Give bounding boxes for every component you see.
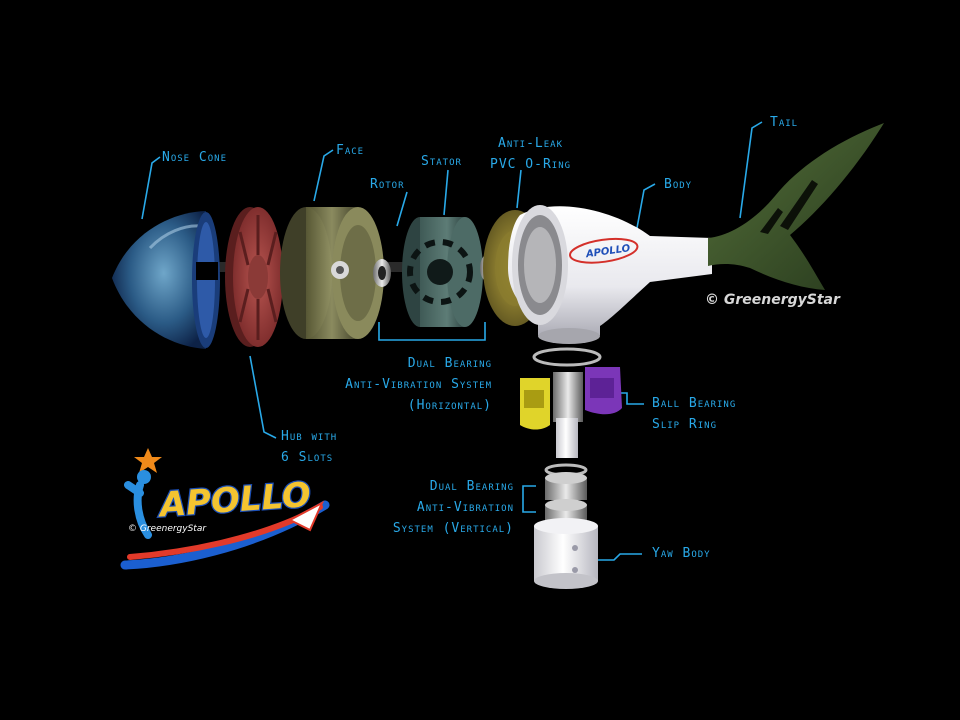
label-dbv-line1: Dual Bearing xyxy=(429,479,514,494)
label-body: Body xyxy=(664,177,693,192)
watermark: © GreenergyStar xyxy=(705,292,840,308)
label-stator: Stator xyxy=(421,154,462,169)
label-ball-bearing: Ball Bearing Slip Ring xyxy=(652,393,736,435)
leader-lines xyxy=(141,121,763,561)
nose-cone-part xyxy=(112,211,220,349)
label-tail: Tail xyxy=(770,115,799,130)
logo-tagline: © GreenergyStar xyxy=(128,524,207,534)
rotor-part xyxy=(373,259,391,287)
label-hub: Hub with 6 Slots xyxy=(281,426,337,468)
face-part xyxy=(280,207,384,339)
body-part: APOLLO xyxy=(508,205,712,344)
stator-part xyxy=(402,217,496,327)
hub-part xyxy=(225,207,283,347)
vertical-bearings-part xyxy=(544,463,588,527)
label-hub-line1: Hub with xyxy=(281,429,338,444)
label-dbh-line3: (Horizontal) xyxy=(407,398,492,413)
logo-wordmark: APOLLO xyxy=(156,475,313,526)
label-anti-leak-line1: Anti-Leak xyxy=(498,136,564,151)
label-bb-line2: Slip Ring xyxy=(652,417,717,432)
label-yaw-body: Yaw Body xyxy=(652,546,711,561)
label-anti-leak-line2: PVC O-Ring xyxy=(490,157,572,172)
label-anti-leak: Anti-Leak PVC O-Ring xyxy=(490,133,571,175)
slip-ring-part xyxy=(520,347,622,458)
label-nose-cone: Nose Cone xyxy=(162,150,227,165)
label-face: Face xyxy=(336,143,365,158)
yaw-body-part xyxy=(534,518,598,589)
label-hub-line2: 6 Slots xyxy=(281,450,334,465)
label-dbh-line2: Anti-Vibration System xyxy=(345,377,492,392)
label-dual-bearing-vertical: Dual Bearing Anti-Vibration System (Vert… xyxy=(330,476,514,539)
label-dual-bearing-horizontal: Dual Bearing Anti-Vibration System (Hori… xyxy=(290,353,492,416)
label-dbh-line1: Dual Bearing xyxy=(407,356,492,371)
tail-part xyxy=(708,123,884,290)
label-bb-line1: Ball Bearing xyxy=(652,396,737,411)
label-dbv-line3: System (Vertical) xyxy=(392,521,514,536)
label-rotor: Rotor xyxy=(370,177,405,192)
label-dbv-line2: Anti-Vibration xyxy=(416,500,514,515)
